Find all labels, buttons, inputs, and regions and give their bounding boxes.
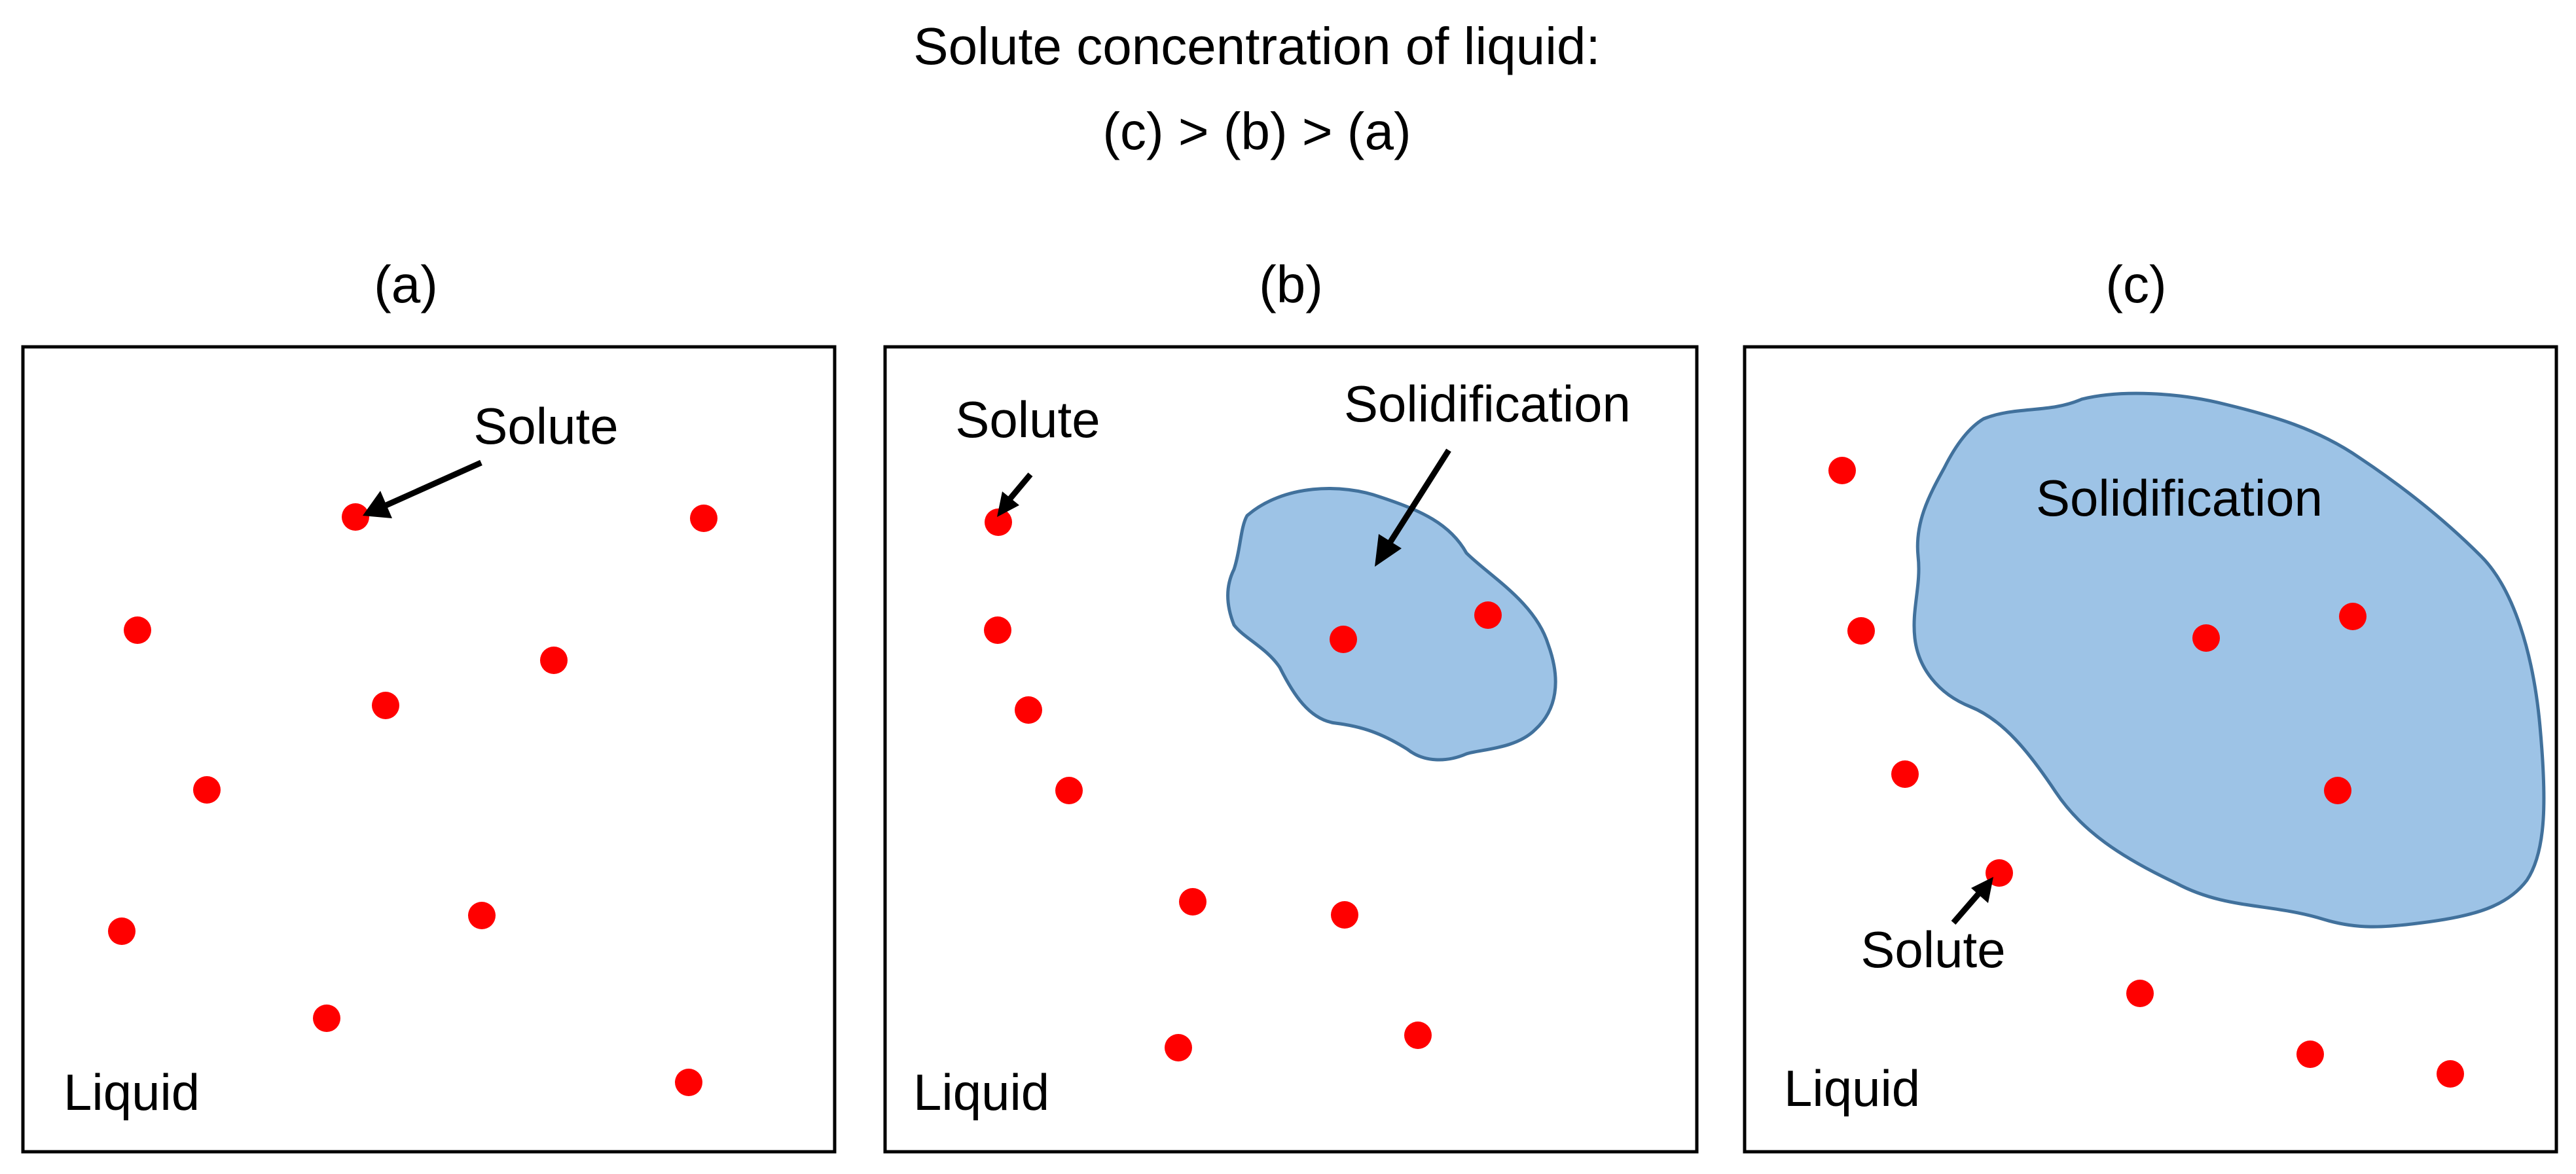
solidification-region xyxy=(1912,391,2546,929)
panel-a-liquid-label: Liquid xyxy=(63,1063,200,1121)
solute-particle xyxy=(468,902,496,929)
panel-a-solute-label: Solute xyxy=(473,397,618,455)
solute-particle xyxy=(1847,617,1875,645)
panel-c-solute-arrow xyxy=(1951,877,1993,925)
panel-c-liquid-label: Liquid xyxy=(1784,1059,1920,1117)
panel-c-solute-particles xyxy=(1828,457,2464,1088)
solute-particle xyxy=(1404,1022,1432,1049)
diagram-title-line1: Solute concentration of liquid: xyxy=(913,17,1601,75)
panel-a-solute-arrow xyxy=(363,459,482,518)
solute-particle xyxy=(2437,1060,2464,1088)
panel-b-solute-label: Solute xyxy=(955,391,1100,448)
diagram-title-line2: (c) > (b) > (a) xyxy=(1102,102,1411,160)
panel-b-box xyxy=(883,345,1699,1154)
solute-particle xyxy=(1179,888,1206,916)
solute-particle xyxy=(1055,777,1083,804)
panel-b-label: (b) xyxy=(1259,255,1323,313)
solute-particle xyxy=(1891,760,1919,788)
panel-b-liquid-label: Liquid xyxy=(913,1063,1049,1121)
solute-particle xyxy=(675,1069,702,1096)
solute-particle xyxy=(2339,603,2367,630)
solute-particle xyxy=(372,692,399,719)
solute-particle xyxy=(2126,980,2154,1007)
solute-particle xyxy=(1331,901,1358,929)
solute-particle xyxy=(124,616,151,644)
panel-b-solidification-label: Solidification xyxy=(1344,375,1631,433)
solute-particle xyxy=(2324,777,2351,804)
panel-a-solute-particles xyxy=(108,503,717,1096)
solute-particle xyxy=(313,1005,340,1032)
solute-particle xyxy=(1828,457,1856,484)
panel-a: (a) Solute Liquid xyxy=(21,255,837,1154)
panel-c: (c) Solidification Solute Liquid xyxy=(1743,255,2558,1154)
solute-particle xyxy=(342,503,369,531)
panel-c-solute-label: Solute xyxy=(1860,921,2005,978)
solute-particle xyxy=(1165,1034,1192,1061)
panel-c-solidification-label: Solidification xyxy=(2036,469,2323,527)
solute-particle xyxy=(193,776,221,804)
panel-b-solute-particles xyxy=(984,508,1502,1061)
solute-particle xyxy=(1015,696,1042,724)
solute-particle xyxy=(1474,601,1502,629)
solidification-region xyxy=(1226,487,1557,762)
panel-b: (b) Solute Solidification Liquid xyxy=(883,255,1699,1154)
panel-c-label: (c) xyxy=(2105,255,2166,313)
solute-particle xyxy=(690,505,717,532)
solute-particle xyxy=(985,508,1012,536)
panel-b-solute-arrow xyxy=(997,472,1033,517)
panel-a-box xyxy=(21,345,837,1154)
solute-particle xyxy=(1330,626,1357,653)
panel-c-box xyxy=(1743,345,2558,1154)
solute-particle xyxy=(540,647,568,674)
solute-particle xyxy=(2192,624,2220,652)
solute-particle xyxy=(2296,1041,2324,1068)
panel-b-solidification-arrow xyxy=(1375,448,1451,567)
solute-particle xyxy=(108,917,136,945)
solute-particle xyxy=(984,616,1011,644)
panel-a-label: (a) xyxy=(374,255,438,313)
